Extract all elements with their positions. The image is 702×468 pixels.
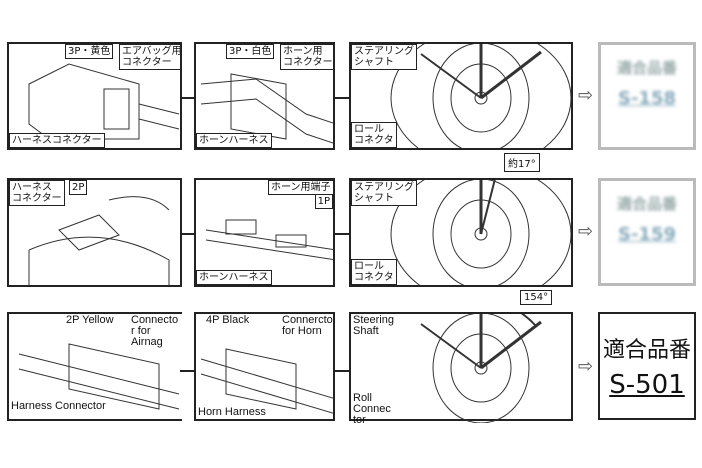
part-number: S-158: [617, 88, 676, 109]
shaft-label: Steering Shaft: [353, 314, 394, 337]
row2-steering-panel: ステアリング シャフト ロール コネクタ: [349, 178, 573, 287]
connector-line: [182, 233, 194, 235]
arrow-right-icon: ⇨: [578, 85, 594, 106]
part-number-result: 適合品番 S-501: [598, 312, 696, 420]
harness-label: Harness Connector: [11, 400, 106, 412]
roll-connector-label: Roll Connec tor: [353, 392, 391, 426]
harness-label: ハーネスコネクター: [9, 133, 105, 148]
connector-line: [180, 370, 194, 372]
roll-connector-drawing: [390, 180, 571, 285]
row1-horn-connector-panel: 3P・白色 ホーン用 コネクター ホーンハーネス: [194, 42, 335, 150]
part-number: S-501: [609, 370, 685, 400]
connector-line: [335, 233, 349, 235]
connector-line: [182, 97, 194, 99]
roll-connector-label: ロール コネクタ: [351, 259, 397, 285]
connector-name: ホーン用 コネクター: [280, 44, 333, 70]
connector-tag: 2P Yellow: [66, 314, 114, 326]
angle-label: 約17°: [504, 153, 540, 172]
connector-drawing: [28, 63, 180, 140]
connector-name: Connecto r for Airnag: [131, 314, 179, 348]
connector-name: エアバッグ用 コネクター: [119, 44, 180, 70]
row3-horn-connector-panel: 4P Black Connerctor for Horn Horn Harnes…: [194, 312, 335, 421]
connector-name: ハーネス コネクター: [9, 180, 65, 206]
row2-harness-connector-panel: ハーネス コネクター 2P: [7, 178, 182, 287]
harness-label: ホーンハーネス: [196, 133, 272, 148]
angle-label: 154°: [520, 290, 553, 305]
row2-horn-terminal-panel: ホーン用端子 1P ホーンハーネス: [194, 178, 335, 287]
terminal-drawing: [205, 219, 333, 261]
shaft-label: ステアリング シャフト: [351, 180, 417, 206]
connector-tag: 3P・白色: [226, 44, 275, 59]
arrow-right-icon: ⇨: [578, 356, 594, 377]
part-number: S-159: [617, 224, 676, 245]
roll-connector-drawing: [420, 314, 542, 423]
result-title: 適合品番: [602, 338, 691, 363]
connector-tag: 4P Black: [206, 314, 250, 326]
result-title: 適合品番: [616, 59, 677, 77]
roll-connector-label: ロール コネクタ: [351, 122, 397, 148]
row1-airbag-connector-panel: 3P・黄色 エアバッグ用 コネクター ハーネスコネクター: [7, 42, 182, 150]
result-title: 適合品番: [616, 195, 677, 213]
connector-tag: 1P: [314, 194, 333, 209]
connector-line: [335, 370, 349, 372]
connector-tag: 3P・黄色: [65, 44, 114, 59]
part-number-result: 適合品番 S-158: [598, 42, 696, 150]
arrow-right-icon: ⇨: [578, 221, 594, 242]
roll-connector-drawing: [390, 44, 571, 148]
row3-steering-panel: Steering Shaft Roll Connec tor: [349, 312, 573, 426]
row3-airbag-connector-panel: 2P Yellow Connecto r for Airnag Harness …: [7, 312, 182, 421]
harness-label: Horn Harness: [198, 406, 266, 418]
harness-label: ホーンハーネス: [196, 270, 272, 285]
row1-steering-panel: ステアリング シャフト ロール コネクタ: [349, 42, 573, 150]
connector-drawing: [18, 343, 180, 410]
connector-drawing: [200, 348, 333, 414]
connector-drawing: [28, 196, 170, 285]
connector-name: Connerctor for Horn: [282, 314, 335, 337]
connector-tag: 2P: [69, 180, 88, 195]
connector-name: ホーン用端子: [268, 180, 333, 195]
connector-line: [335, 97, 349, 99]
connector-drawing: [200, 73, 333, 144]
shaft-label: ステアリング シャフト: [351, 44, 417, 70]
part-number-result: 適合品番 S-159: [598, 178, 696, 286]
